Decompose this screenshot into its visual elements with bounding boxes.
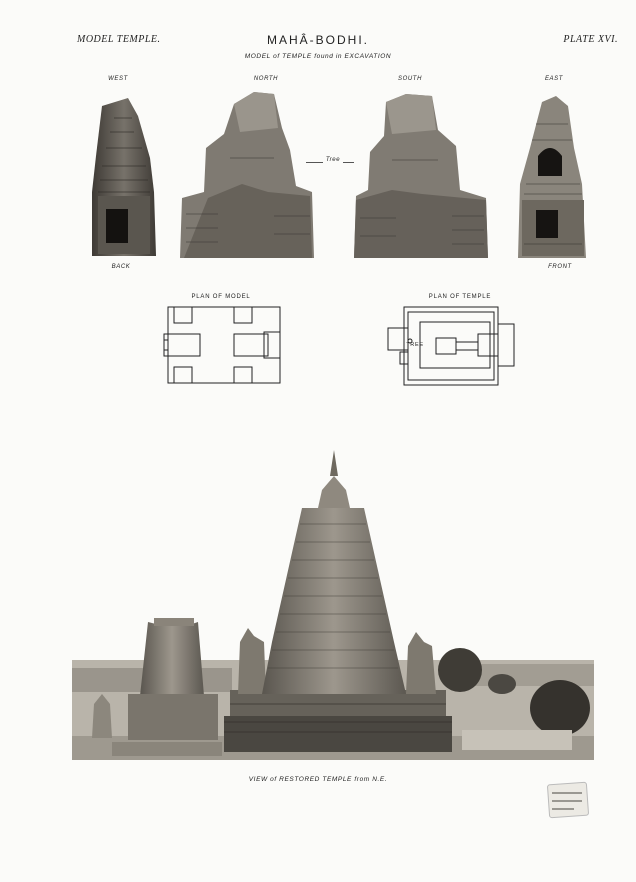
stamp-line-3: [552, 808, 574, 810]
plan-of-temple: [387, 306, 515, 386]
tree-pointer-label: Tree: [323, 157, 343, 163]
model-south-view: [354, 94, 488, 258]
plan-of-model: [163, 306, 281, 384]
stamp-line-1: [552, 792, 582, 794]
plan-temple-title: PLAN OF TEMPLE: [428, 294, 492, 300]
plate-subtitle: MODEL of TEMPLE found in EXCAVATION: [244, 53, 392, 60]
restored-temple-photo: [72, 450, 594, 760]
label-back: BACK: [111, 264, 131, 270]
plan-tree-label: TREE: [406, 342, 424, 348]
plan-model-title: PLAN OF MODEL: [191, 294, 251, 300]
header-left: MODEL TEMPLE.: [77, 34, 161, 45]
model-north-view: [180, 92, 314, 258]
model-east-view: [518, 96, 586, 258]
plate-title: MAHÂ-BODHI.: [266, 33, 369, 47]
label-south: SOUTH: [398, 76, 422, 82]
photo-caption: VIEW of RESTORED TEMPLE from N.E.: [248, 776, 388, 783]
label-west: WEST: [108, 76, 128, 82]
label-front: FRONT: [548, 264, 572, 270]
label-north: NORTH: [253, 76, 279, 82]
plate-number: PLATE XVI.: [563, 34, 618, 45]
model-west-view: [92, 98, 156, 256]
stamp-line-2: [552, 800, 582, 802]
label-east: EAST: [544, 76, 564, 82]
